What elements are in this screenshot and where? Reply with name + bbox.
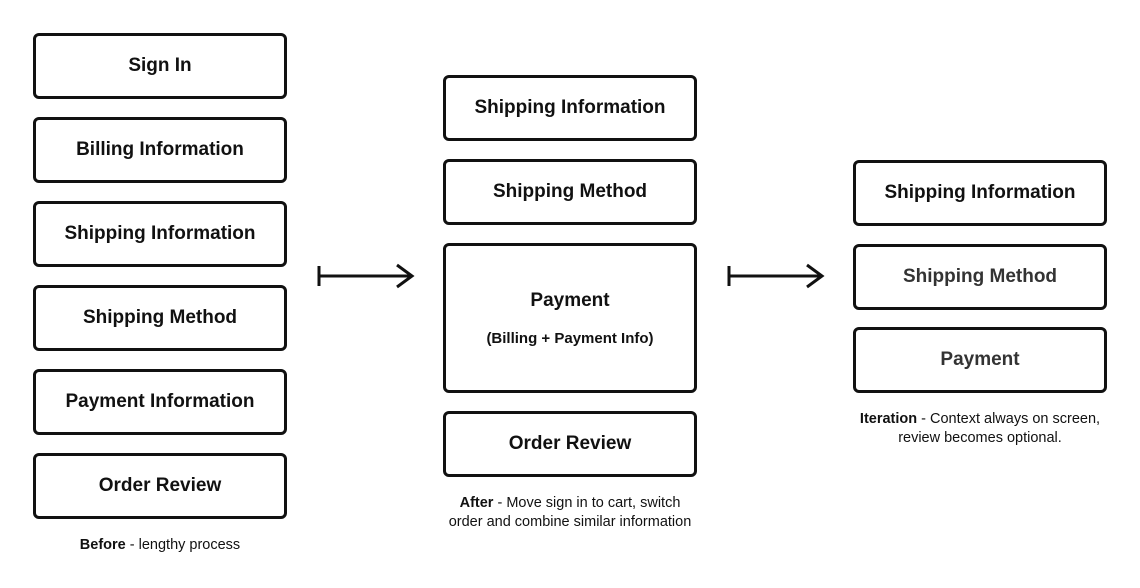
step-shipping-information: Shipping Information xyxy=(443,75,697,141)
arrow-icon xyxy=(317,263,415,289)
step-shipping-method: Shipping Method xyxy=(443,159,697,225)
step-label: Shipping Information xyxy=(64,223,256,244)
step-order-review: Order Review xyxy=(443,411,697,477)
step-sublabel: (Billing + Payment Info) xyxy=(486,329,654,347)
caption-text: review becomes optional. xyxy=(898,430,1062,446)
step-payment: Payment (Billing + Payment Info) xyxy=(443,243,697,393)
arrow-icon xyxy=(727,263,825,289)
caption-bold: After xyxy=(459,495,494,511)
step-sign-in: Sign In xyxy=(33,33,287,99)
after-caption: After - Move sign in to cart, switch orde… xyxy=(423,494,717,532)
caption-bold: Before xyxy=(79,537,126,553)
caption-text: - lengthy process xyxy=(125,537,241,553)
step-payment: Payment xyxy=(853,327,1107,393)
step-label: Payment xyxy=(940,349,1020,370)
caption-text: order and combine similar information xyxy=(448,514,692,530)
step-billing-information: Billing Information xyxy=(33,117,287,183)
step-label: Payment Information xyxy=(65,391,255,412)
step-shipping-method: Shipping Method xyxy=(853,244,1107,310)
step-shipping-information: Shipping Information xyxy=(33,201,287,267)
step-label: Billing Information xyxy=(76,139,244,160)
step-shipping-information: Shipping Information xyxy=(853,160,1107,226)
step-label: Payment xyxy=(530,289,610,311)
caption-bold: Iteration xyxy=(859,411,918,427)
step-label: Sign In xyxy=(128,55,192,76)
step-label: Shipping Method xyxy=(82,307,238,328)
step-label: Shipping Information xyxy=(474,97,666,118)
step-shipping-method: Shipping Method xyxy=(33,285,287,351)
step-payment-information: Payment Information xyxy=(33,369,287,435)
step-label: Order Review xyxy=(98,475,222,496)
step-label: Shipping Information xyxy=(884,182,1076,203)
iteration-caption: Iteration - Context always on screen, rev… xyxy=(833,410,1127,448)
step-label: Shipping Method xyxy=(492,181,648,202)
step-label: Order Review xyxy=(508,433,632,454)
before-caption: Before - lengthy process xyxy=(33,536,287,555)
step-order-review: Order Review xyxy=(33,453,287,519)
caption-text: - Context always on screen, xyxy=(917,411,1101,427)
step-label: Shipping Method xyxy=(902,266,1058,287)
caption-text: - Move sign in to cart, switch xyxy=(493,495,681,511)
